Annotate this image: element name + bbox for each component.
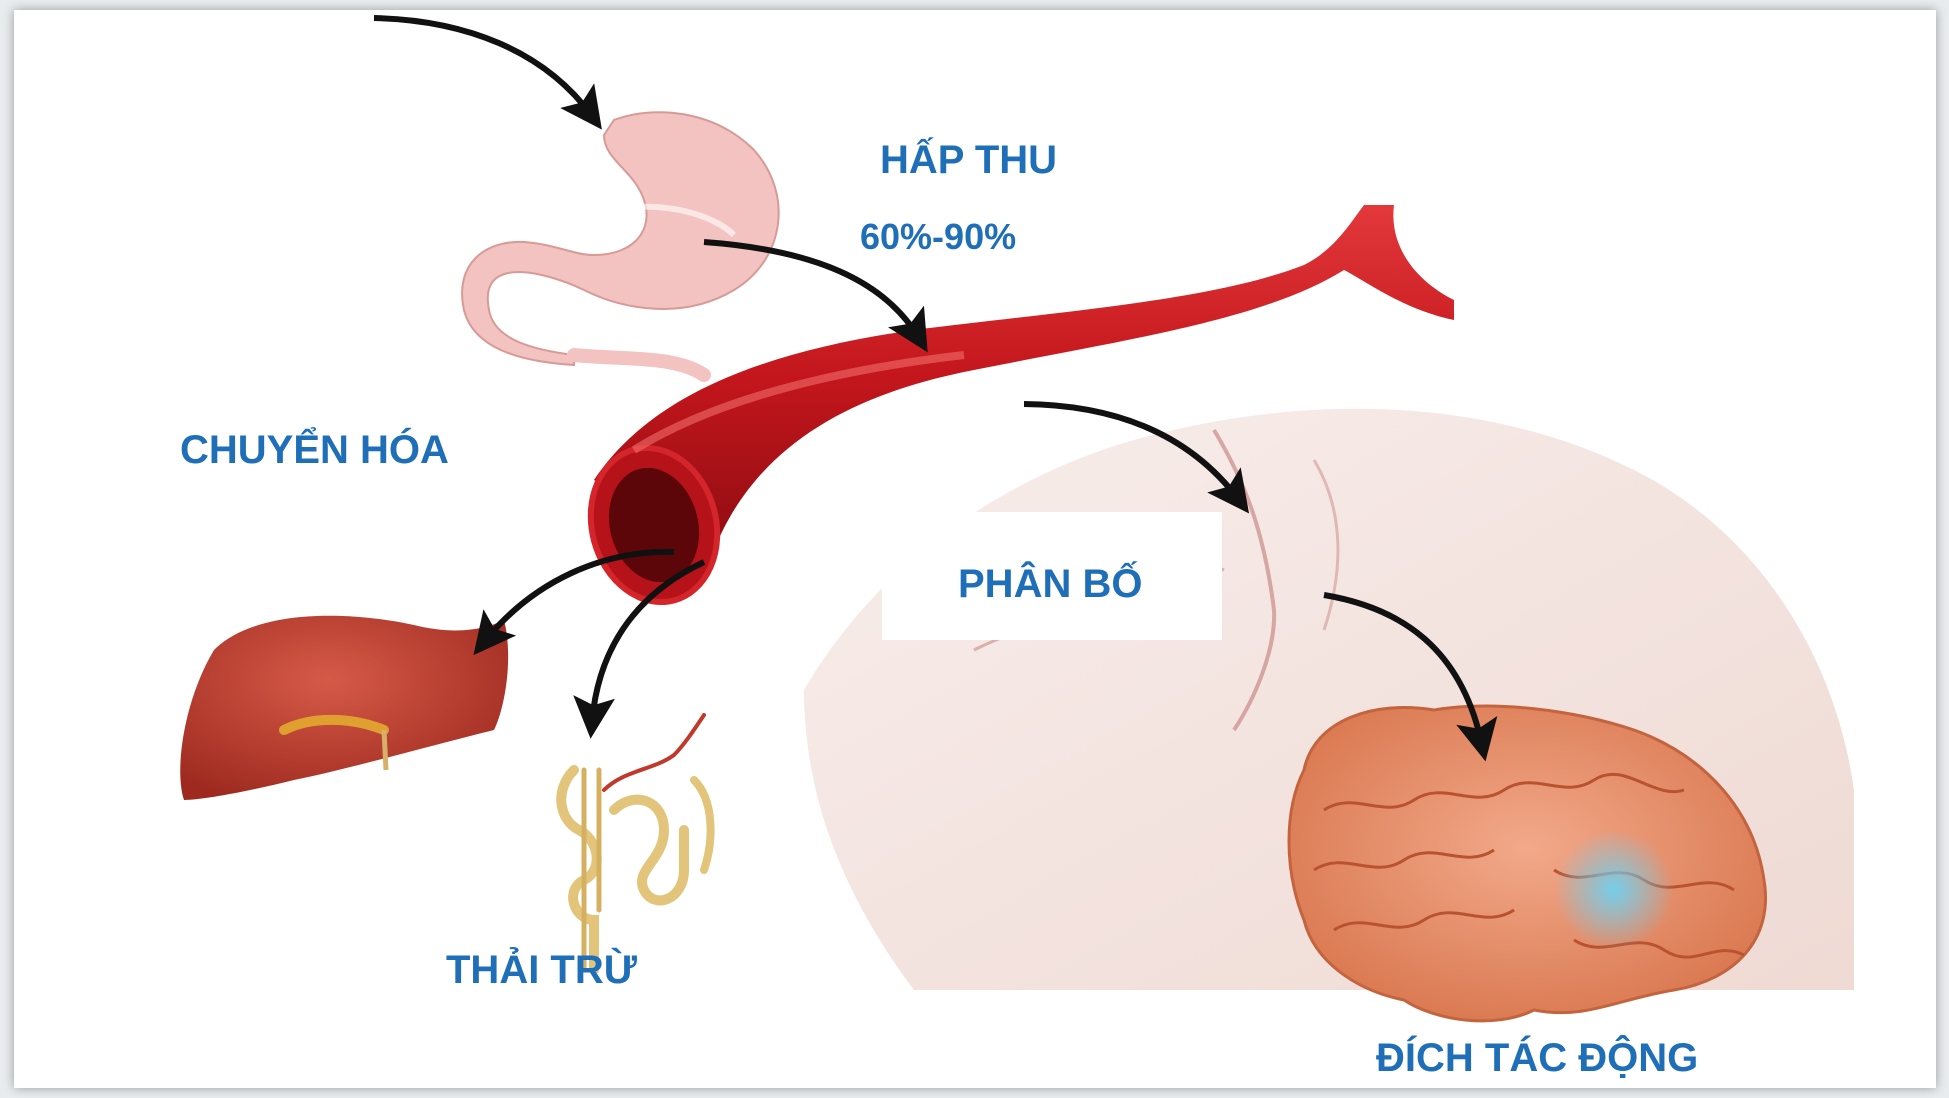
metabolism-label: CHUYỂN HÓA	[180, 428, 449, 473]
diagram-canvas: HẤP THU 60%-90% CHUYỂN HÓA PHÂN BỐ THẢI …	[14, 10, 1936, 1088]
absorption-rate-label: 60%-90%	[860, 216, 1016, 258]
target-label: ĐÍCH TÁC ĐỘNG	[1376, 1036, 1698, 1081]
arrow-intake	[374, 18, 592, 116]
distribution-label: PHÂN BỐ	[958, 562, 1142, 607]
excretion-label: THẢI TRỪ	[446, 948, 637, 993]
liver-illustration	[180, 616, 508, 800]
absorption-label: HẤP THU	[880, 138, 1057, 183]
nephron-illustration	[561, 715, 710, 970]
